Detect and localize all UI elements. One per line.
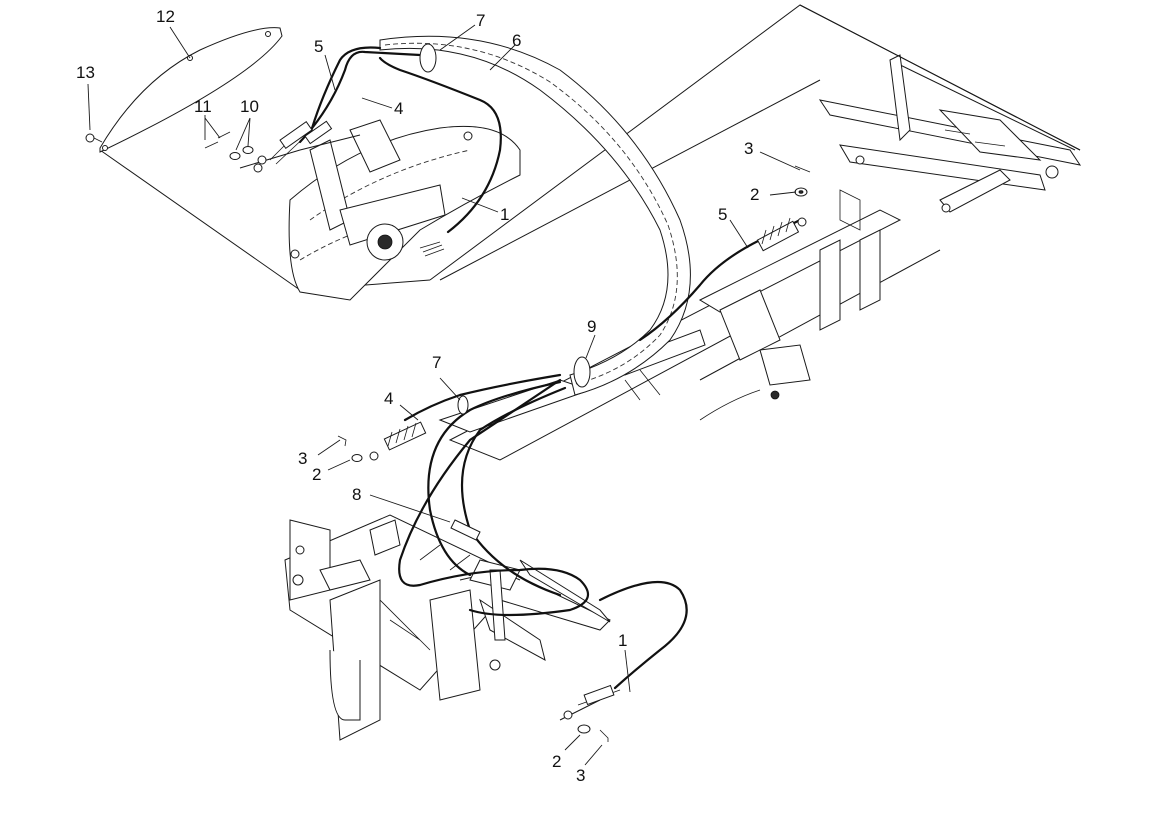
leader-lines — [87, 24, 801, 766]
callout-13: 13 — [76, 63, 95, 82]
clamp-7-top — [419, 43, 437, 73]
callout-3-bottom: 3 — [576, 766, 585, 785]
cable-bundle-lower — [398, 373, 590, 617]
screw-13 — [85, 133, 103, 143]
pin-3-left — [337, 435, 347, 447]
callout-3-left: 3 — [298, 449, 307, 468]
cable-end-upper — [257, 120, 333, 165]
callout-3-right: 3 — [744, 139, 753, 158]
callout-2-left: 2 — [312, 465, 321, 484]
callout-5-top: 5 — [314, 37, 323, 56]
cable-conduit — [379, 35, 691, 396]
callout-2-bottom: 2 — [552, 752, 561, 771]
callout-11: 11 — [194, 97, 212, 116]
callout-9: 9 — [587, 317, 596, 336]
callout-10: 10 — [240, 97, 259, 116]
callout-5-right: 5 — [718, 205, 727, 224]
cable-end-5-right — [756, 217, 807, 252]
callout-2-right: 2 — [750, 185, 759, 204]
washer-2-bottom — [577, 724, 591, 734]
washer-2-left — [351, 454, 363, 462]
fitting-8 — [450, 519, 481, 541]
callout-labels: 12 13 11 10 5 4 7 6 1 3 2 5 9 7 4 3 2 8 … — [76, 7, 759, 785]
pin-3-bottom — [599, 729, 609, 742]
callout-4-top: 4 — [394, 99, 403, 118]
callout-7-top: 7 — [476, 11, 485, 30]
pin-11 — [204, 131, 231, 149]
clamp-7-mid — [457, 395, 469, 415]
panel-cover — [99, 27, 283, 153]
callout-12: 12 — [156, 7, 175, 26]
callout-8: 8 — [352, 485, 361, 504]
clamp-9 — [573, 356, 591, 388]
cable-4-upper — [298, 50, 422, 144]
callout-6: 6 — [512, 31, 521, 50]
cable-5-upper — [308, 46, 382, 137]
cable-1-upper — [378, 56, 502, 234]
callout-7-mid: 7 — [432, 353, 441, 372]
cable-5-right — [638, 218, 802, 342]
pin-3-right — [794, 165, 811, 173]
callout-4-mid: 4 — [384, 389, 393, 408]
cable-1-lower — [577, 580, 688, 706]
right-frame — [799, 4, 1082, 213]
washer-2-right — [794, 187, 808, 197]
washer-10 — [229, 146, 254, 160]
callout-1-top: 1 — [500, 205, 509, 224]
control-panel-assembly — [99, 4, 1081, 301]
callout-1-bottom: 1 — [618, 631, 627, 650]
cable-end-1-lower — [563, 684, 615, 720]
cable-end-4-mid — [369, 421, 427, 461]
